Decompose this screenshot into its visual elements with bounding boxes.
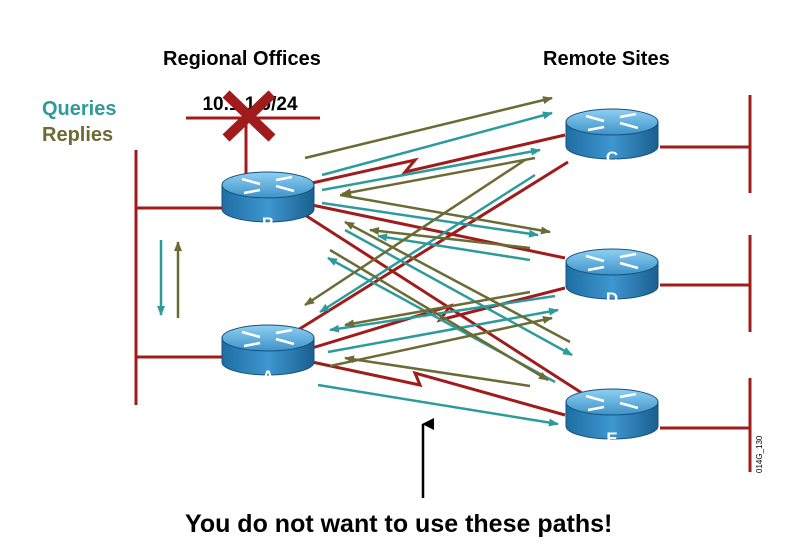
query-arrow (319, 173, 536, 314)
link-b-d (311, 203, 566, 260)
serial-link-a-e (311, 360, 566, 417)
reply-arrow (329, 248, 549, 382)
serial-link-b-c (311, 133, 566, 185)
router-c-label: C (606, 148, 618, 167)
heading-remote-sites: Remote Sites (543, 48, 670, 70)
reply-arrows (174, 96, 571, 388)
failure-x-icon (222, 90, 276, 142)
reply-arrow (341, 156, 536, 197)
query-arrow (321, 201, 539, 238)
wan-links (292, 133, 586, 417)
reply-arrow (369, 227, 531, 250)
reply-arrow (344, 355, 531, 388)
figure-code: 014G_130 (755, 435, 764, 473)
query-arrow (344, 228, 573, 357)
router-a: A (221, 324, 315, 386)
router-d-label: D (606, 289, 618, 308)
query-arrows (157, 111, 573, 427)
heading-regional-offices: Regional Offices (163, 48, 321, 70)
router-d: D (565, 248, 659, 308)
caption: You do not want to use these paths! (185, 510, 613, 538)
legend-queries: Queries (42, 98, 117, 120)
legend-replies: Replies (42, 124, 114, 146)
query-arrow (321, 111, 553, 177)
query-arrow (327, 307, 559, 354)
lan-segments (134, 95, 752, 472)
router-b-label: B (262, 214, 274, 233)
query-arrow (317, 383, 559, 427)
reply-arrow (304, 96, 553, 160)
link-b-e (304, 213, 586, 397)
link-a-c (292, 160, 569, 335)
router-e: E (565, 388, 659, 448)
reply-arrow (344, 290, 531, 328)
reply-arrow (304, 158, 526, 307)
reply-arrow (329, 315, 553, 368)
router-a-label: A (262, 367, 274, 386)
router-c: C (565, 108, 659, 167)
router-b: B (221, 171, 315, 233)
query-arrow (329, 294, 556, 333)
query-arrow (321, 147, 541, 192)
router-e-label: E (606, 429, 617, 448)
